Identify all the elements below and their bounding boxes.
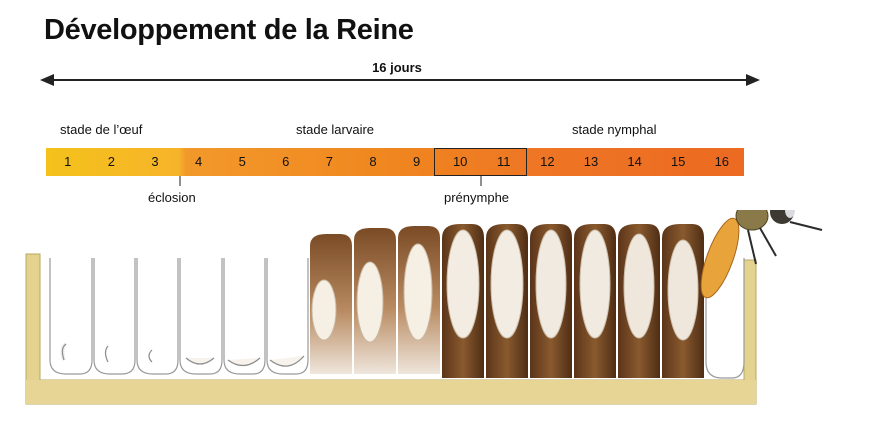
day-cell: 2: [107, 154, 115, 169]
day-cell: 3: [151, 154, 159, 169]
day-cell: 13: [583, 154, 599, 169]
duration-arrow: [40, 74, 760, 86]
stage-label-egg: stade de l’œuf: [60, 122, 143, 137]
event-label-hatching: éclosion: [148, 190, 196, 205]
day-cell: 9: [412, 154, 421, 169]
day-cell: 5: [238, 154, 246, 169]
day-cell: 7: [325, 154, 333, 169]
stage-label-nymphal: stade nymphal: [572, 122, 657, 137]
queen-cells-illustration: [25, 210, 823, 405]
day-cell: 6: [282, 154, 290, 169]
open-cell-group: [49, 258, 309, 375]
page-title: Développement de la Reine: [44, 14, 414, 46]
day-cell: 10: [452, 154, 468, 169]
prepupa-highlight-box: [434, 148, 527, 176]
larval-cell-group: [310, 226, 440, 374]
duration-label: 16 jours: [0, 60, 870, 75]
capped-cell-group: [442, 224, 704, 378]
day-cell: 12: [540, 154, 555, 169]
day-timeline: 1 2 3 4 5 6 7 8 9 10 11 12 13 14 15 16: [46, 148, 744, 176]
day-cell: 11: [497, 154, 511, 169]
day-cell: 1: [64, 154, 72, 169]
day-cell: 14: [627, 154, 642, 169]
stage-label-larval: stade larvaire: [296, 122, 375, 137]
queen-bee-icon: [700, 210, 823, 299]
event-ticks: [179, 176, 482, 186]
day-cell: 15: [670, 154, 686, 169]
day-cell: 8: [369, 154, 377, 169]
duration-text: 16 jours: [372, 60, 422, 75]
day-cell: 16: [714, 154, 730, 169]
event-label-prepupa: prénymphe: [444, 190, 510, 205]
day-cell: 4: [194, 154, 203, 169]
